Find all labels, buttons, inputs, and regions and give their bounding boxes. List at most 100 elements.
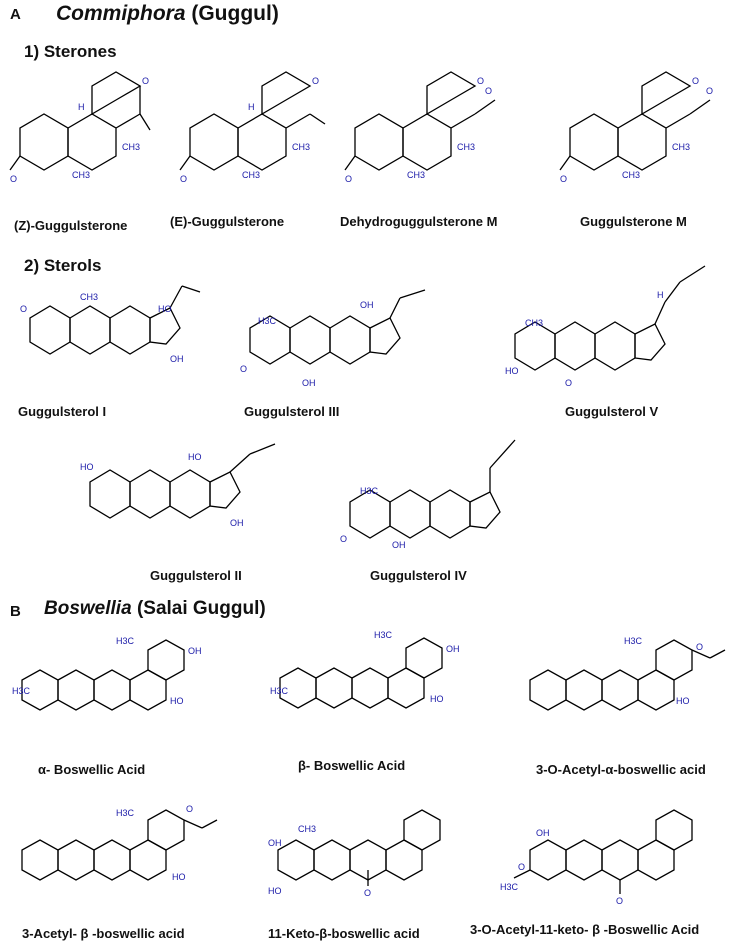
o-label: O [485, 86, 492, 96]
h3c-label: H3C [360, 486, 379, 496]
h3c-label: H3C [12, 686, 31, 696]
o-label: O [20, 304, 27, 314]
o-label: O [186, 804, 193, 814]
o-label: O [10, 174, 17, 184]
o-label: O [340, 534, 347, 544]
o-label: O [364, 888, 371, 898]
o-label: O [312, 76, 319, 86]
z-guggulsterone-structure: O O CH3 CH3 H [9, 71, 151, 184]
guggulsterol-i-structure: O HO OH CH3 [20, 285, 201, 364]
sterols-heading: 2) Sterols [24, 256, 102, 275]
h-label: H [248, 102, 255, 112]
caption-alpha-boswellic-acid: α- Boswellic Acid [38, 762, 146, 777]
o-label: O [240, 364, 247, 374]
caption-guggulsterol-v: Guggulsterol V [565, 404, 659, 419]
ch3-label: CH3 [525, 318, 543, 328]
o-label: O [616, 896, 623, 906]
ho-label: HO [188, 452, 202, 462]
caption-guggulsterol-iv: Guggulsterol IV [370, 568, 467, 583]
ho-label: HO [268, 886, 282, 896]
o-label: O [696, 642, 703, 652]
ch3-label: CH3 [122, 142, 140, 152]
oh-label: OH [230, 518, 244, 528]
e-guggulsterone-structure: O O CH3 CH3 H [179, 71, 326, 184]
caption-3-acetyl-beta-boswellic-acid: 3-Acetyl- β -boswellic acid [22, 926, 185, 941]
ch3-label: CH3 [292, 142, 310, 152]
ho-label: HO [80, 462, 94, 472]
ho-label: HO [676, 696, 690, 706]
o-label: O [692, 76, 699, 86]
ch3-label: CH3 [672, 142, 690, 152]
3-o-acetyl-11-keto-beta-boswellic-acid-structure: O OH H3C O [500, 809, 693, 906]
caption-guggulsterol-iii: Guggulsterol III [244, 404, 340, 419]
panel-b-letter: B [10, 603, 21, 620]
sterones-heading: 1) Sterones [24, 42, 117, 61]
3-acetyl-beta-boswellic-acid-structure: HO O H3C [21, 804, 218, 882]
ch3-label: CH3 [407, 170, 425, 180]
oh-label: OH [536, 828, 550, 838]
guggulsterol-iv-structure: O H3C OH [340, 439, 516, 550]
caption-beta-boswellic-acid: β- Boswellic Acid [298, 758, 406, 773]
caption-guggulsterol-i: Guggulsterol I [18, 404, 107, 419]
panel-b-common-name: (Salai Guggul) [136, 598, 266, 619]
h3c-label: H3C [116, 808, 135, 818]
ch3-label: CH3 [298, 824, 316, 834]
ho-label: HO [170, 696, 184, 706]
guggulsterone-m-structure: O O O CH3 CH3 [559, 71, 713, 184]
ho-label: HO [172, 872, 186, 882]
guggulsterol-iii-structure: O H3C OH OH [240, 289, 426, 388]
h3c-label: H3C [258, 316, 277, 326]
h3c-label: H3C [116, 636, 135, 646]
panel-a-letter: A [10, 6, 21, 23]
o-label: O [477, 76, 484, 86]
caption-11-keto-beta-boswellic-acid: 11-Keto-β-boswellic acid [268, 926, 420, 941]
h3c-label: H3C [500, 882, 519, 892]
ch3-label: CH3 [622, 170, 640, 180]
oh-label: OH [360, 300, 374, 310]
panel-a-title: Commiphora (Guggul) [56, 2, 279, 26]
oh-label: OH [392, 540, 406, 550]
h-label: H [78, 102, 85, 112]
panel-b-genus: Boswellia [44, 598, 132, 619]
dehydroguggulsterone-m-structure: O O O CH3 CH3 [344, 71, 496, 184]
h3c-label: H3C [624, 636, 643, 646]
11-keto-beta-boswellic-acid-structure: O OH HO CH3 [268, 809, 441, 898]
h3c-label: H3C [270, 686, 289, 696]
ch3-label: CH3 [80, 292, 98, 302]
3-o-acetyl-alpha-boswellic-acid-structure: HO O H3C [529, 636, 726, 711]
caption-3-o-acetyl-alpha-boswellic-acid: 3-O-Acetyl-α-boswellic acid [536, 762, 706, 777]
ch3-label: CH3 [72, 170, 90, 180]
panel-a-genus: Commiphora [56, 2, 186, 25]
h3c-label: H3C [374, 630, 393, 640]
caption-guggulsterone-m: Guggulsterone M [580, 214, 687, 229]
o-label: O [518, 862, 525, 872]
guggulsterol-ii-structure: HO HO OH [80, 443, 276, 528]
h-label: H [657, 290, 664, 300]
o-label: O [565, 378, 572, 388]
caption-3-o-acetyl-11-keto-beta-boswellic-acid: 3-O-Acetyl-11-keto- β -Boswellic Acid [470, 922, 700, 937]
panel-b-title: Boswellia (Salai Guggul) [44, 598, 266, 620]
oh-label: OH [446, 644, 460, 654]
caption-guggulsterol-ii: Guggulsterol II [150, 568, 242, 583]
ch3-label: CH3 [457, 142, 475, 152]
o-label: O [142, 76, 149, 86]
ho-label: HO [505, 366, 519, 376]
caption-z-guggulsterone: (Z)-Guggulsterone [14, 218, 128, 233]
oh-label: OH [188, 646, 202, 656]
oh-label: OH [302, 378, 316, 388]
panel-a-common-name: (Guggul) [191, 2, 279, 25]
beta-boswellic-acid-structure: HO OH H3C H3C [270, 630, 460, 709]
o-label: O [560, 174, 567, 184]
caption-dehydroguggulsterone-m: Dehydroguggulsterone M [340, 214, 498, 229]
o-label: O [345, 174, 352, 184]
ho-label: HO [430, 694, 444, 704]
oh-label: OH [170, 354, 184, 364]
o-label: O [180, 174, 187, 184]
guggulsterol-v-structure: HO CH3 O H [505, 265, 706, 388]
o-label: O [706, 86, 713, 96]
caption-e-guggulsterone: (E)-Guggulsterone [170, 214, 285, 229]
ho-label: HO [158, 304, 172, 314]
ch3-label: CH3 [242, 170, 260, 180]
oh-label: OH [268, 838, 282, 848]
alpha-boswellic-acid-structure: HO OH H3C H3C [12, 636, 202, 711]
